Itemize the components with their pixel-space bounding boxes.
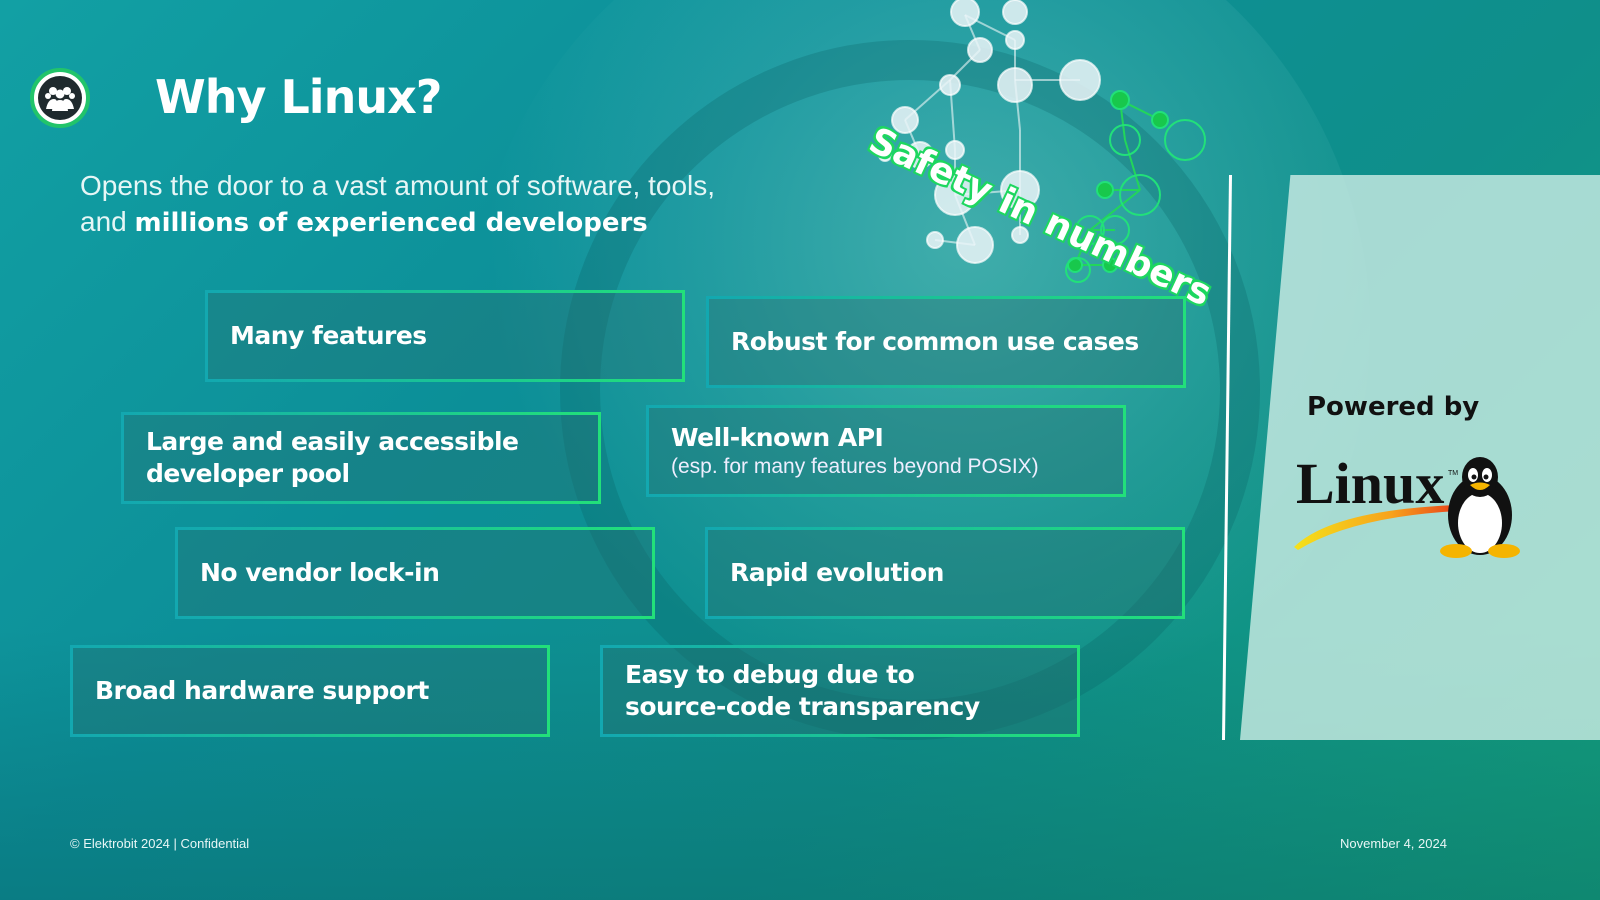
feature-box-hardware: Broad hardware support (70, 645, 550, 737)
feature-box-debug: Easy to debug due to source-code transpa… (600, 645, 1080, 737)
footer-copyright: © Elektrobit 2024 | Confidential (70, 836, 250, 851)
network-people-graphic (878, 0, 1206, 283)
subtitle: Opens the door to a vast amount of softw… (80, 168, 715, 241)
feature-box-robust: Robust for common use cases (706, 296, 1186, 388)
group-people-icon (30, 68, 90, 128)
feature-box-no-lock-in: No vendor lock-in (175, 527, 655, 619)
linux-tm: TM (1448, 470, 1459, 477)
powered-by-panel (1240, 175, 1600, 740)
powered-by-label: Powered by (1307, 392, 1480, 422)
tux-penguin-logo (1294, 457, 1520, 558)
footer-date: November 4, 2024 (1340, 836, 1447, 851)
feature-box-api: Well-known API (esp. for many features b… (646, 405, 1126, 497)
linux-logo-text: Linux (1296, 451, 1445, 516)
subtitle-line2: and millions of experienced developers (80, 206, 648, 238)
panel-divider (1222, 175, 1232, 740)
page-title: Why Linux? (155, 70, 442, 124)
feature-box-rapid-evolution: Rapid evolution (705, 527, 1185, 619)
subtitle-bold: millions of experienced developers (134, 208, 648, 238)
feature-box-many-features: Many features (205, 290, 685, 382)
subtitle-line1: Opens the door to a vast amount of softw… (80, 170, 716, 201)
feature-box-developer-pool: Large and easily accessible developer po… (121, 412, 601, 504)
